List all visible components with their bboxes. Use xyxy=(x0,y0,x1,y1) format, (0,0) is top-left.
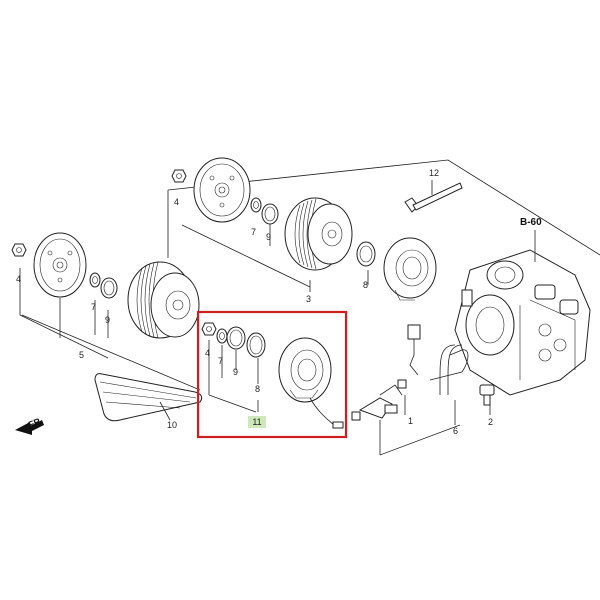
callout-6: 6 xyxy=(453,426,458,436)
callout-9-left: 9 xyxy=(105,315,110,325)
left-nut xyxy=(11,243,27,257)
reference-label: B-60 xyxy=(520,217,542,228)
compressor-body xyxy=(454,249,591,396)
drive-belt xyxy=(94,373,203,422)
highlight-label-bg xyxy=(248,416,266,428)
callout-1: 1 xyxy=(408,416,413,426)
wiring-parts xyxy=(351,324,495,456)
callout-11: 11 xyxy=(252,417,261,427)
upper-nut xyxy=(171,169,187,183)
callout-9-kit: 9 xyxy=(233,367,238,377)
front-direction-arrow-icon xyxy=(15,420,44,435)
upper-snap-ring-2 xyxy=(356,241,376,267)
upper-pressure-plate xyxy=(193,157,251,223)
through-bolt xyxy=(404,180,463,213)
kit-parts xyxy=(201,322,344,429)
upper-shim xyxy=(250,197,262,213)
callout-7-left: 7 xyxy=(91,302,96,312)
callout-4-kit: 4 xyxy=(205,348,210,358)
left-pulley xyxy=(127,261,200,339)
callout-8-upper: 8 xyxy=(363,280,368,290)
upper-field-coil xyxy=(383,237,437,301)
callout-7-upper: 7 xyxy=(251,227,256,237)
left-pressure-plate xyxy=(33,232,87,298)
callout-7-kit: 7 xyxy=(218,356,223,366)
left-frame-lines xyxy=(19,268,201,391)
callout-9-upper: 9 xyxy=(266,232,271,242)
callout-8-kit: 8 xyxy=(255,384,260,394)
upper-pulley xyxy=(284,197,353,271)
callout-12: 12 xyxy=(429,168,439,178)
callout-3: 3 xyxy=(306,294,311,304)
callout-4-left: 4 xyxy=(16,274,21,284)
callout-10: 10 xyxy=(167,420,177,430)
upper-snap-ring xyxy=(261,203,279,225)
highlight-box xyxy=(196,310,348,439)
callout-5: 5 xyxy=(79,350,84,360)
callout-4-upper: 4 xyxy=(174,197,179,207)
left-snap-ring xyxy=(100,277,118,299)
front-direction-label: FR. xyxy=(27,415,44,430)
callout-2: 2 xyxy=(488,417,493,427)
left-shim xyxy=(89,272,101,288)
